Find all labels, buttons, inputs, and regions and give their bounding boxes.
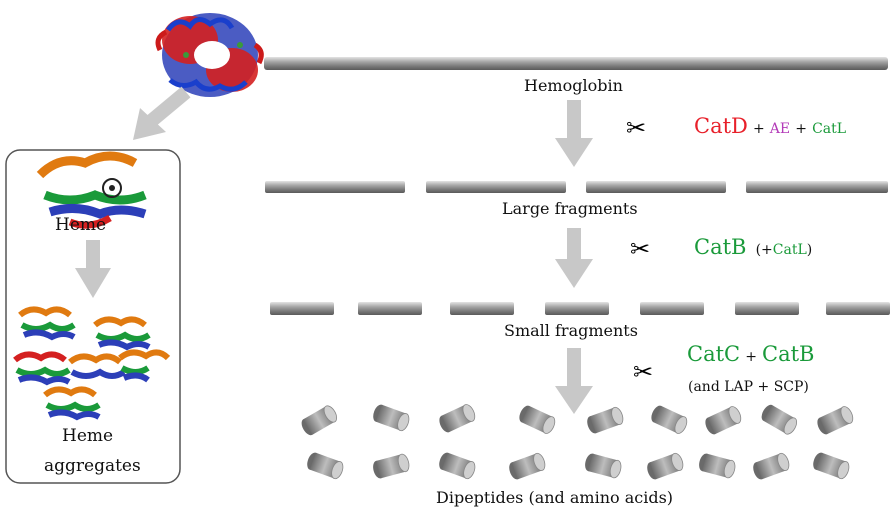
dipeptide-cylinder <box>373 453 410 479</box>
paren-close: ) <box>806 242 813 258</box>
catb-label: CatB <box>762 342 815 366</box>
small-fragment <box>450 302 514 315</box>
heme-structure-icon <box>36 151 147 229</box>
large-fragment <box>586 181 726 193</box>
dipeptide-cylinder <box>587 406 624 434</box>
large-fragment <box>265 181 405 193</box>
small-fragment <box>735 302 799 315</box>
dipeptide-cylinder <box>699 453 736 479</box>
step2-enzymes: CatB (+CatL) <box>694 235 812 259</box>
dipeptides-label: Dipeptides (and amino acids) <box>436 488 674 507</box>
large-fragments <box>265 181 888 193</box>
catl-label: CatL <box>812 121 847 137</box>
step1-enzymes: CatD + AE + CatL <box>694 114 846 138</box>
degradation-arrow-3 <box>555 348 593 414</box>
heme-release-arrow <box>133 86 191 140</box>
dipeptide-cylinder <box>301 405 338 436</box>
dipeptides <box>301 404 854 480</box>
hemoglobin-rod <box>264 57 888 70</box>
dipeptide-cylinder <box>647 452 684 480</box>
scissors-icon: ✂ <box>626 114 647 142</box>
ae-label: AE <box>769 121 791 137</box>
dipeptide-cylinder <box>813 452 850 480</box>
catc-label: CatC <box>687 342 741 366</box>
dipeptide-cylinder <box>753 452 790 480</box>
small-fragments <box>270 302 890 315</box>
paren-open: (+ <box>755 242 773 258</box>
dipeptide-cylinder <box>439 404 476 433</box>
dipeptide-cylinder <box>705 406 742 435</box>
step3-extra-enzymes: (and LAP + SCP) <box>688 379 809 395</box>
dipeptide-cylinder <box>439 452 476 480</box>
dipeptide-cylinder <box>651 405 688 434</box>
aggregation-arrow <box>75 240 111 298</box>
small-fragment <box>270 302 334 315</box>
hemoglobin-structure-icon <box>155 13 264 97</box>
degradation-arrow-2 <box>555 228 593 288</box>
degradation-arrow-1 <box>555 100 593 167</box>
catd-label: CatD <box>694 114 748 138</box>
dipeptide-cylinder <box>519 405 556 434</box>
dipeptide-cylinder <box>761 404 798 435</box>
large-fragment <box>746 181 888 193</box>
catb-label: CatB <box>694 235 747 259</box>
heme-aggregates-label-line2: aggregates <box>44 456 141 476</box>
heme-aggregates-label-line1: Heme <box>62 426 114 446</box>
plus-sign: + <box>752 121 765 137</box>
dipeptide-cylinder <box>817 406 854 435</box>
small-fragment <box>826 302 890 315</box>
heme-aggregates-icon <box>13 306 171 421</box>
heme-panel <box>5 149 181 484</box>
dipeptide-cylinder <box>585 453 622 479</box>
large-fragment <box>426 181 566 193</box>
scissors-icon: ✂ <box>630 235 651 263</box>
small-fragment <box>545 302 609 315</box>
plus-sign: + <box>795 121 807 137</box>
plus-sign: + <box>745 349 757 365</box>
dipeptide-cylinder <box>509 452 546 480</box>
dipeptide-cylinder <box>373 404 410 432</box>
hemoglobin-label: Hemoglobin <box>524 76 623 95</box>
dipeptide-cylinder <box>307 452 344 480</box>
heme-label: Heme <box>55 215 107 235</box>
step3-enzymes: CatC + CatB <box>687 342 815 366</box>
catl-label: CatL <box>772 242 807 258</box>
small-fragment <box>640 302 704 315</box>
small-fragment <box>358 302 422 315</box>
scissors-icon: ✂ <box>633 358 654 386</box>
large-fragments-label: Large fragments <box>502 199 638 218</box>
small-fragments-label: Small fragments <box>504 321 638 340</box>
